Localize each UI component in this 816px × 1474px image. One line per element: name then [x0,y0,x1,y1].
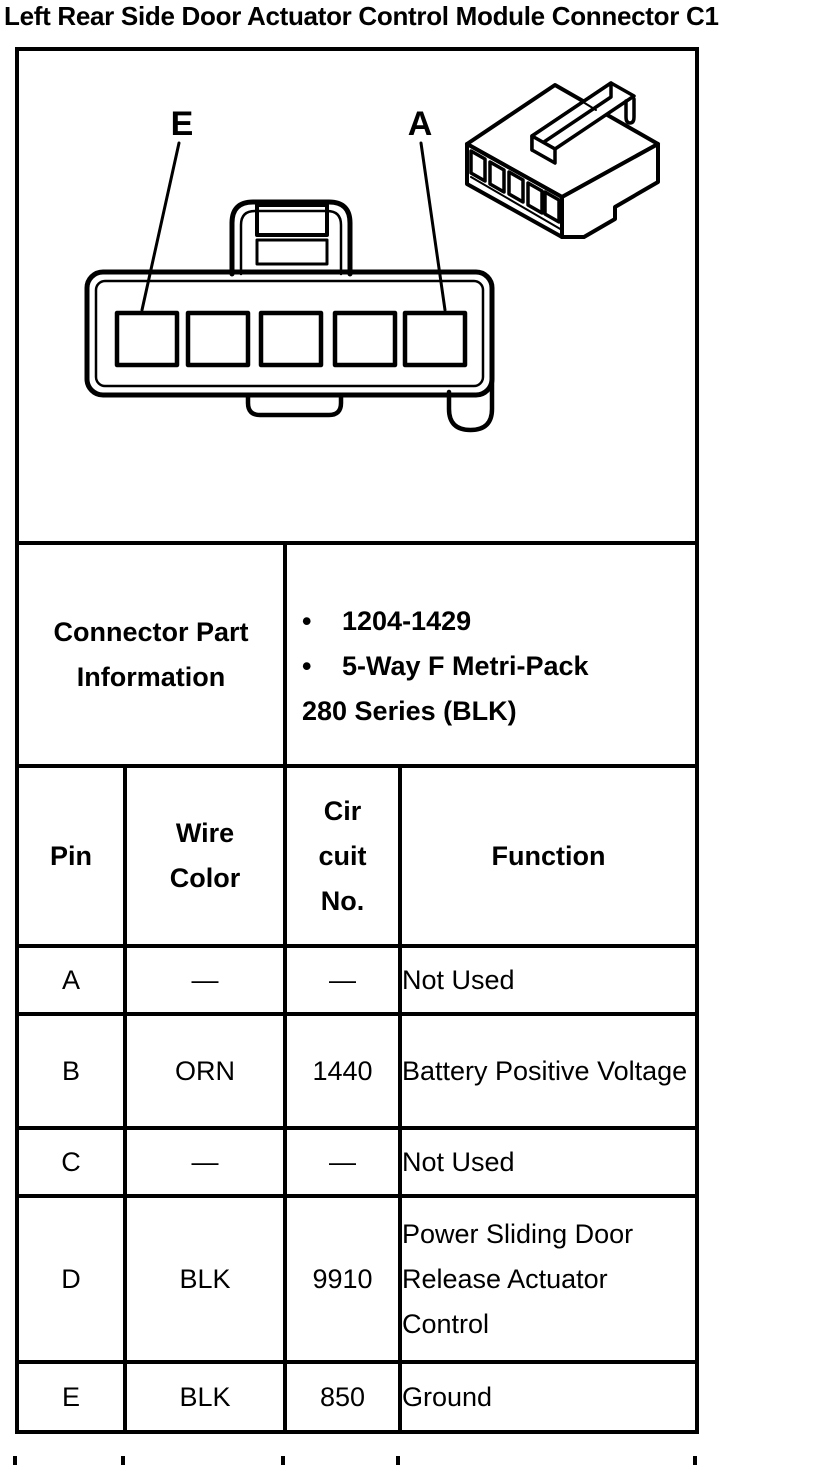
circuit-no-cell: — [283,1126,402,1198]
connector-series: 280 Series (BLK) [302,696,517,726]
wire-color-cell: ORN [123,1012,287,1130]
cavity-a [402,310,468,368]
pin-cell: B [15,1012,127,1130]
bullet-icon: • [302,606,312,636]
header-function: Function [398,764,699,948]
table-row-pin-c: C — — Not Used [15,1126,699,1198]
cavity-d [185,310,251,368]
diagram-row: E A [15,47,699,545]
table-header-row: Pin Wire Color Cir cuit No. Function [15,764,699,948]
header-pin: Pin [15,764,127,948]
pin-a-leader-line [419,141,447,312]
part-info-heading: Connector Part Information [15,541,287,768]
function-cell: Not Used [398,944,699,1016]
connector-front-view [84,199,495,433]
bullet-icon: • [302,651,312,681]
table-row-pin-b: B ORN 1440 Battery Positive Voltage [15,1012,699,1130]
wire-color-cell: — [123,944,287,1016]
circuit-no-cell: 850 [283,1360,402,1434]
connector-type: 5-Way F Metri-Pack [342,651,589,681]
table-row-pin-e: E BLK 850 Ground [15,1360,699,1434]
connector-table: E A [15,47,699,1434]
header-wire-color: Wire Color [123,764,287,948]
cavity-c [258,310,324,368]
table-row-pin-a: A — — Not Used [15,944,699,1016]
connector-diagram: E A [84,81,660,433]
pin-e-label: E [171,105,194,143]
circuit-no-cell: 9910 [283,1194,402,1364]
wire-color-cell: — [123,1126,287,1198]
header-circuit-no: Cir cuit No. [283,764,402,948]
connector-type-item: • 5-Way F Metri-Pack [302,644,691,689]
pin-a-label: A [408,105,433,143]
circuit-no-cell: 1440 [283,1012,402,1130]
pin-cell: A [15,944,127,1016]
part-number: 1204-1429 [342,606,472,636]
circuit-no-cell: — [283,944,402,1016]
table-cutoff-gridlines [13,1456,697,1465]
pin-cell: D [15,1194,127,1364]
cavity-b [332,310,398,368]
connector-diagram-cell: E A [15,47,699,545]
part-info-details: • 1204-1429 • 5-Way F Metri-Pack 280 Serie… [283,541,699,768]
table-row-pin-d: D BLK 9910 Power Sliding Door Release Ac… [15,1194,699,1364]
connector-isometric-view [465,81,660,239]
pin-cell: E [15,1360,127,1434]
pin-e-leader-line [140,141,181,312]
wire-color-cell: BLK [123,1360,287,1434]
part-number-item: • 1204-1429 [302,599,691,644]
pin-cell: C [15,1126,127,1198]
wire-color-cell: BLK [123,1194,287,1364]
function-cell: Not Used [398,1126,699,1198]
function-cell: Power Sliding Door Release Actuator Cont… [398,1194,699,1364]
cavity-e [114,310,180,368]
function-cell: Ground [398,1360,699,1434]
function-cell: Battery Positive Voltage [398,1012,699,1130]
part-info-row: Connector Part Information • 1204-1429 • 5… [15,541,699,768]
page-title: Left Rear Side Door Actuator Control Mod… [4,1,719,31]
